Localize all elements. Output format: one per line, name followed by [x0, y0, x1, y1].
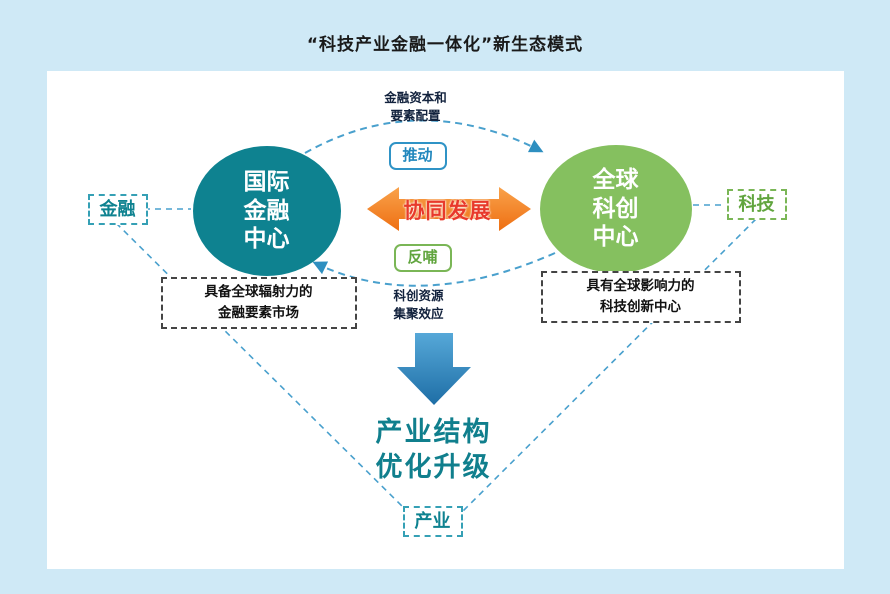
industrial-upgrade-result-text: 产业结构 优化升级	[375, 417, 492, 484]
top-flow-label: 金融资本和 要素配置	[384, 90, 447, 123]
right-caption-box: 具有全球影响力的 科技创新中心	[540, 271, 741, 323]
push-badge: 推动	[388, 142, 447, 170]
diagram-shapes-layer	[114, 119, 757, 512]
bottom-flow-label: 科创资源 集聚效应	[393, 288, 444, 321]
left-circle-international-finance-center: 国际 金融 中心	[192, 146, 341, 276]
synergy-double-arrow	[366, 187, 531, 231]
feedback-badge: 反哺	[393, 244, 452, 272]
tech-to-industry-dashed-line	[461, 218, 757, 512]
finance-tag: 金融	[87, 194, 148, 226]
left-caption-box: 具备全球辐射力的 金融要素市场	[160, 277, 357, 329]
diagram-panel: 国际 金融 中心 全球 科创 中心 协同发展 金融资本和 要素配置 推动 反哺 …	[46, 71, 844, 569]
right-circle-global-innovation-center: 全球 科创 中心	[539, 145, 692, 273]
bottom-flow-arc-arrow	[311, 252, 555, 287]
finance-to-industry-dashed-line	[114, 222, 408, 512]
tech-tag: 科技	[726, 189, 787, 221]
page-title: “科技产业金融一体化”新生态模式	[306, 35, 584, 55]
synergy-arrow-label: 协同发展	[403, 199, 492, 223]
top-flow-arc-arrow	[304, 119, 543, 154]
industry-tag: 产业	[402, 506, 463, 538]
down-arrow	[396, 333, 471, 405]
